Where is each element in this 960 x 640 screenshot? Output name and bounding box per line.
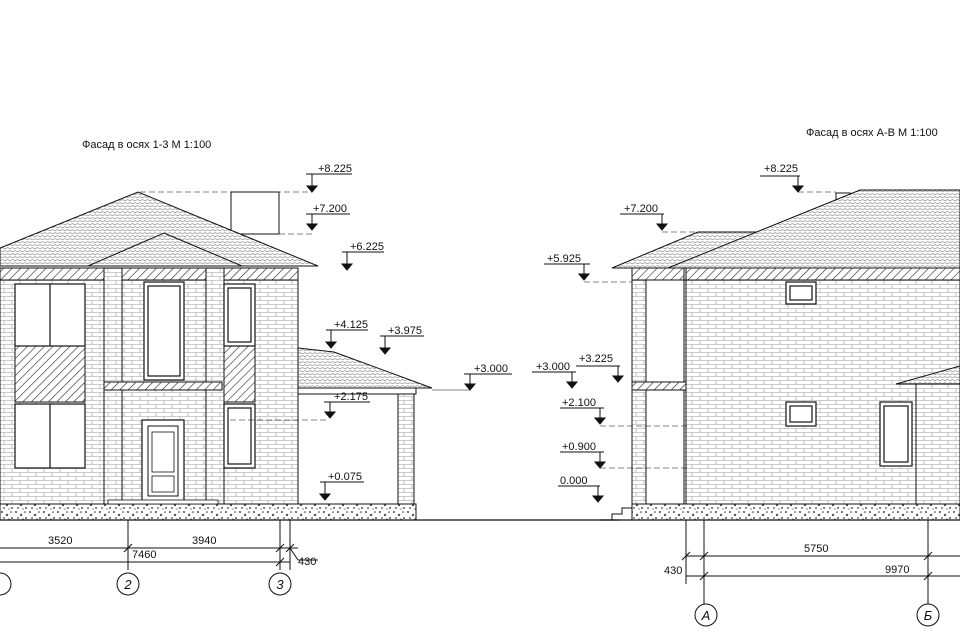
dimension-label: 7460 bbox=[132, 549, 156, 561]
dimension-label: 5750 bbox=[804, 543, 828, 555]
level-label: +3.000 bbox=[536, 361, 570, 373]
axis-marker-1 bbox=[0, 572, 12, 596]
level-label: +0.075 bbox=[328, 471, 362, 483]
axis-label: Б bbox=[924, 608, 933, 623]
left-facade: Фасад в осях 1-3 М 1:100 bbox=[0, 139, 620, 596]
right-facade-title: Фасад в осях А-В М 1:100 bbox=[806, 127, 938, 139]
level-label: +6.225 bbox=[350, 241, 384, 253]
window-lower-right bbox=[223, 403, 256, 469]
level-label: +3.225 bbox=[579, 353, 613, 365]
main-roof bbox=[667, 189, 960, 269]
window-lower-right bbox=[879, 401, 913, 467]
step bbox=[611, 507, 632, 520]
dimension-label: 430 bbox=[298, 556, 316, 568]
level-label: +2.100 bbox=[562, 397, 596, 409]
level-label: +0.900 bbox=[562, 441, 596, 453]
level-label: +4.125 bbox=[334, 319, 368, 331]
plinth bbox=[631, 503, 960, 521]
main-wall bbox=[685, 279, 960, 505]
level-label: 0.000 bbox=[560, 475, 588, 487]
dimension-label: 9970 bbox=[885, 564, 909, 576]
entrance-door bbox=[141, 419, 185, 503]
axis-label: 3 bbox=[276, 577, 284, 592]
axis-marker-b bbox=[916, 603, 940, 627]
floor-band bbox=[103, 381, 223, 391]
cornice bbox=[0, 267, 299, 281]
right-facade: Фасад в осях А-В М 1:100 bbox=[532, 127, 960, 627]
left-facade-title: Фасад в осях 1-3 М 1:100 bbox=[82, 139, 211, 151]
dimension-label: 430 bbox=[664, 565, 682, 577]
dimension-label: 3940 bbox=[192, 535, 216, 547]
level-label: +3.975 bbox=[388, 325, 422, 337]
dimension-label: 3520 bbox=[48, 535, 72, 547]
level-label: +3.000 bbox=[474, 363, 508, 375]
plinth bbox=[0, 503, 417, 521]
cornice bbox=[685, 267, 960, 281]
annex-pillar bbox=[397, 393, 415, 505]
main-roof bbox=[0, 191, 319, 267]
axis-marker-a bbox=[694, 603, 718, 627]
window-upper-right bbox=[223, 283, 256, 347]
hatched-panel-right bbox=[223, 345, 256, 403]
level-label: +8.225 bbox=[318, 163, 352, 175]
level-label: +7.200 bbox=[313, 203, 347, 215]
window-upper-center bbox=[143, 281, 185, 381]
axis-marker-2 bbox=[116, 572, 140, 596]
axis-marker-3 bbox=[268, 572, 292, 596]
level-label: +2.175 bbox=[334, 391, 368, 403]
gable-roof bbox=[87, 232, 243, 267]
level-label: +7.200 bbox=[624, 203, 658, 215]
chimney bbox=[230, 191, 280, 235]
step bbox=[107, 499, 219, 505]
level-label: +5.925 bbox=[547, 253, 581, 265]
hatched-panel-left bbox=[14, 345, 86, 403]
window-upper bbox=[785, 281, 817, 305]
level-label: +8.225 bbox=[764, 163, 798, 175]
axis-label: 2 bbox=[123, 577, 132, 592]
annex-roof bbox=[297, 347, 433, 389]
axis-label: А bbox=[701, 608, 711, 623]
